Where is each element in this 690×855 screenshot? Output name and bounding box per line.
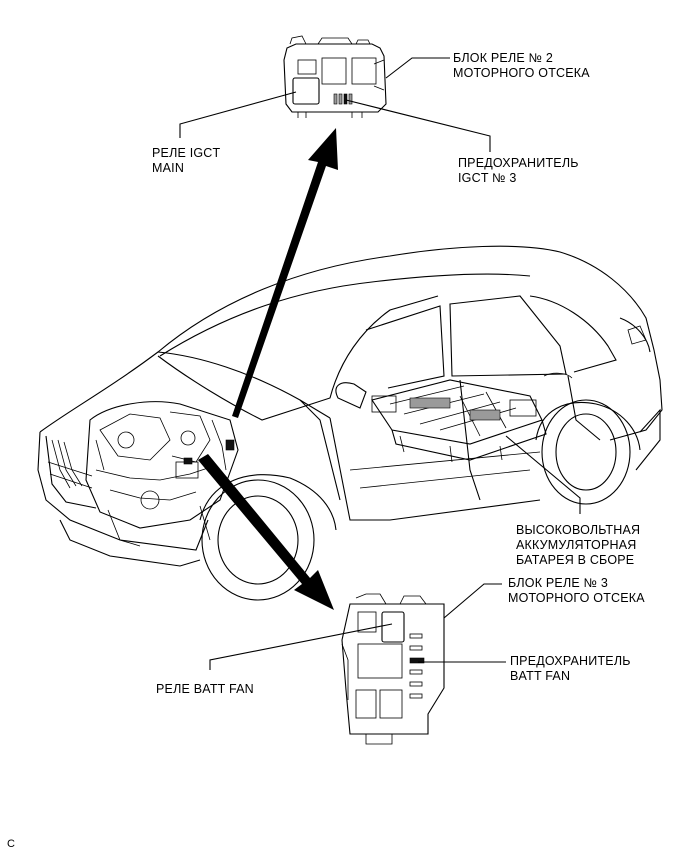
- label-relay-batt-fan: РЕЛЕ BATT FAN: [156, 682, 254, 696]
- label-fuse-batt-fan: ПРЕДОХРАНИТЕЛЬ BATT FAN: [510, 654, 631, 683]
- relay-igct-main-marker: [292, 77, 320, 105]
- figure-code: C: [7, 838, 15, 850]
- label-fuse-igct-3: ПРЕДОХРАНИТЕЛЬ IGCT № 3: [458, 156, 579, 185]
- engine-compartment: [85, 401, 239, 547]
- label-relay-igct-main: РЕЛЕ IGCT MAIN: [152, 146, 221, 175]
- relay-box-3-drawing: [341, 593, 445, 745]
- label-relay-box-2: БЛОК РЕЛЕ № 2 МОТОРНОГО ОТСЕКА: [453, 51, 590, 80]
- relay-batt-fan-marker: [381, 611, 405, 643]
- relay-box-2-drawing: [283, 35, 387, 118]
- hv-battery-assembly: [371, 379, 547, 463]
- fuse-igct-3-marker: [343, 93, 348, 105]
- fuse-batt-fan-marker: [409, 657, 425, 664]
- arrow-to-relay-box-2: [232, 128, 338, 418]
- label-relay-box-3: БЛОК РЕЛЕ № 3 МОТОРНОГО ОТСЕКА: [508, 576, 645, 605]
- label-hv-battery: ВЫСОКОВОЛЬТНАЯ АККУМУЛЯТОРНАЯ БАТАРЕЯ В …: [516, 523, 641, 567]
- arrow-to-relay-box-3: [198, 454, 334, 610]
- vehicle-body: [37, 245, 663, 601]
